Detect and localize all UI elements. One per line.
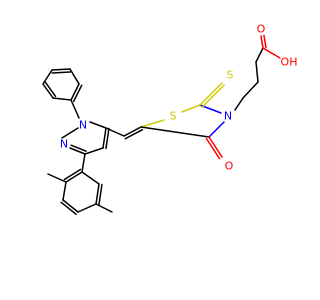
atom-s-ring: S [170, 110, 177, 123]
bond-ph-4 [51, 68, 71, 71]
atom-o-carbonyl-ring: O [225, 160, 234, 173]
bond-ar-6 [81, 171, 100, 185]
molecule-canvas: N N S S N O O OH [0, 0, 300, 300]
bond-acid-oh [262, 47, 281, 59]
bond-c3-ar [81, 153, 86, 173]
bond-chain-3 [255, 61, 259, 83]
bond-c2-s-thione-second [201, 84, 225, 108]
bond-c4-ch [105, 127, 125, 137]
atom-s-thione: S [227, 69, 234, 82]
atom-o-carbonyl-acid: O [257, 23, 266, 36]
bond-s-c2 [181, 104, 201, 113]
bond-ch-c5t-second [124, 128, 144, 140]
atom-label-layer: N N S S N O O OH [60, 23, 298, 173]
bond-ar-2 [62, 181, 67, 201]
bond-n-ch2-1 [234, 97, 244, 111]
bond-ar-3 [62, 199, 79, 213]
bond-ph-5 [69, 68, 80, 85]
atom-n-pyrazole-1: N [79, 119, 87, 132]
bond-ph-1 [52, 97, 72, 101]
bond-n-c4 [208, 121, 225, 138]
bond-ar-1-second [63, 168, 82, 181]
bond-c2-s-thione [199, 82, 223, 106]
bond-ar-1 [65, 171, 83, 183]
bond-ph-6-second [72, 84, 83, 103]
bond-layer [42, 34, 281, 216]
bond-c5-c4-second [105, 127, 110, 150]
bond-c4-c5t [140, 126, 210, 138]
bond-c4-c3 [84, 147, 104, 155]
bond-c3-n2-second [70, 144, 87, 152]
bond-ar-5 [95, 183, 100, 205]
bond-ar-3-second [60, 201, 77, 216]
bond-ar-me1 [47, 173, 67, 183]
bond-c5-c4 [102, 127, 107, 149]
bond-n1-c5 [89, 121, 107, 129]
bond-c5t-s [140, 119, 165, 128]
atom-n-pyrazole-2: N [60, 138, 68, 151]
chemical-structure: N N S S N O O OH [0, 0, 300, 300]
bond-n1-ph [70, 99, 80, 119]
bond-acid-co-second [263, 34, 267, 49]
bond-ar-5-second [98, 183, 103, 206]
bond-acid-co [260, 35, 264, 49]
bond-ph-2-second [44, 81, 57, 98]
bond-ar-4 [77, 203, 97, 213]
background [0, 0, 300, 300]
bond-ar-me2 [95, 203, 113, 213]
atom-oh-acid: OH [281, 56, 298, 69]
bond-chain-4 [255, 47, 264, 63]
bond-ch-c5t [123, 126, 142, 137]
bond-n2-n1 [61, 127, 79, 139]
bond-ph-6 [70, 83, 80, 101]
bond-c3-n2 [69, 147, 86, 155]
bond-ph-4-second [51, 71, 71, 74]
bond-ph-2 [42, 83, 54, 99]
bond-c4-o-second [205, 137, 221, 160]
bond-ph-3 [42, 69, 53, 85]
bond-chain-2 [242, 81, 259, 99]
bond-c4-o [208, 136, 223, 158]
atom-n-ring: N [224, 110, 232, 123]
